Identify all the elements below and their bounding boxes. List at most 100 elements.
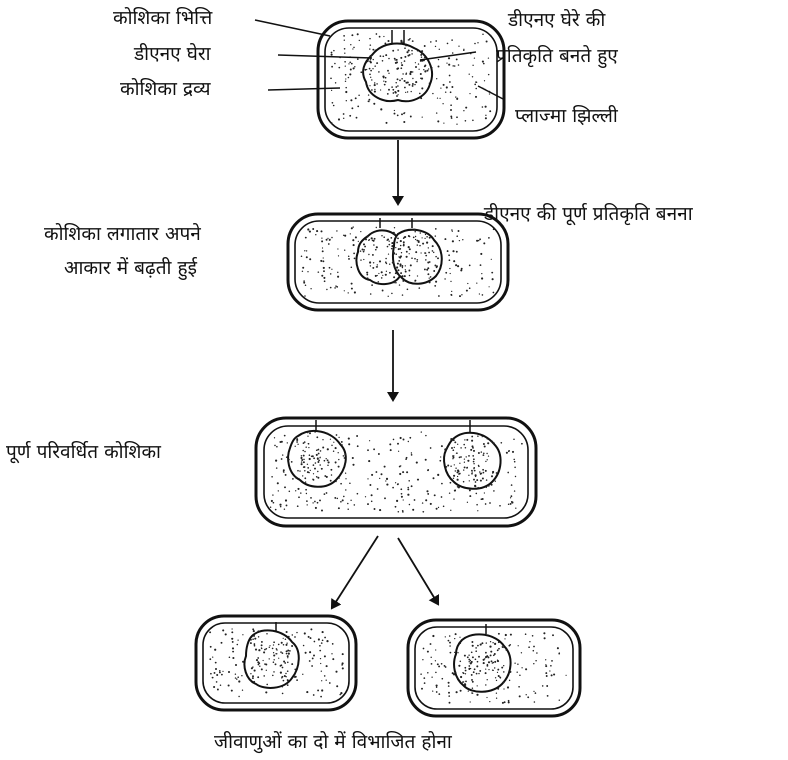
stipple-dot [345, 91, 347, 93]
stipple-dot [477, 661, 479, 663]
stipple-dot [384, 84, 386, 86]
stipple-dot [391, 248, 393, 250]
stipple-dot [419, 93, 421, 95]
stipple-dot [407, 494, 409, 496]
stipple-dot [376, 33, 378, 35]
stipple-dot [373, 448, 375, 450]
stipple-dot [405, 265, 406, 266]
stipple-dot [326, 665, 328, 667]
stipple-dot [235, 677, 236, 678]
stipple-dot [344, 235, 346, 237]
stipple-dot [410, 71, 412, 73]
stipple-dot [506, 452, 508, 454]
stipple-dot [475, 650, 477, 652]
stipple-dot [456, 124, 457, 125]
stipple-dot [502, 702, 504, 704]
stipple-dot [479, 293, 480, 294]
stipple-dot [481, 451, 482, 452]
stipple-dot [392, 89, 394, 91]
stipple-dot [534, 701, 536, 703]
stipple-dot [284, 435, 286, 437]
stipple-dot [397, 443, 399, 445]
stipple-dot [273, 659, 274, 660]
stipple-dot [459, 473, 461, 475]
stipple-dot [376, 62, 378, 64]
stipple-dot [385, 274, 387, 276]
stipple-dot [397, 90, 399, 92]
stipple-dot [286, 653, 288, 655]
stipple-dot [397, 483, 399, 485]
stipple-dot [485, 461, 486, 462]
stipple-dot [476, 240, 478, 242]
stipple-dot [415, 236, 416, 237]
stipple-dot [387, 70, 389, 72]
stipple-dot [328, 243, 330, 245]
stipple-dot [508, 503, 510, 505]
stipple-dot [397, 115, 399, 117]
stipple-dot [232, 651, 234, 653]
stipple-dot [408, 246, 410, 248]
stipple-dot [483, 242, 485, 244]
stipple-dot [401, 62, 402, 63]
stipple-dot [281, 677, 282, 678]
stipple-dot [363, 251, 365, 253]
stipple-dot [486, 697, 487, 698]
stipple-dot [372, 240, 374, 242]
stipple-dot [283, 469, 285, 471]
stipple-dot [458, 486, 460, 488]
stipple-dot [393, 276, 395, 278]
stipple-dot [214, 672, 216, 674]
stipple-dot [353, 47, 355, 49]
stipple-dot [484, 80, 485, 81]
stipple-dot [391, 293, 393, 295]
stipple-dot [285, 639, 287, 641]
stipple-dot [371, 89, 373, 91]
stipple-dot [288, 636, 290, 638]
stipple-dot [401, 78, 403, 80]
stipple-dot [462, 239, 463, 240]
stipple-dot [369, 440, 370, 441]
stipple-dot [507, 686, 509, 688]
stipple-dot [369, 48, 370, 49]
stipple-dot [241, 675, 242, 676]
stipple-dot [291, 461, 293, 463]
stipple-dot [444, 278, 445, 279]
stipple-dot [261, 644, 263, 646]
stipple-dot [369, 261, 371, 263]
stipple-dot [455, 672, 456, 673]
stipple-dot [324, 637, 326, 639]
stipple-dot [456, 58, 458, 60]
stipple-dot [311, 665, 313, 667]
stipple-dot [443, 123, 444, 124]
stipple-dot [231, 628, 232, 629]
stipple-dot [354, 258, 356, 260]
stipple-dot [219, 670, 221, 672]
stipple-dot [350, 68, 352, 70]
stipple-dot [331, 237, 333, 239]
label-dna-full-replication: डीएनए की पूर्ण प्रतिकृति बनना [484, 202, 693, 226]
stipple-dot [463, 481, 465, 483]
stipple-dot [489, 93, 490, 94]
stipple-dot [474, 470, 476, 472]
stipple-dot [379, 36, 381, 38]
stipple-dot [353, 67, 355, 69]
stipple-dot [435, 672, 437, 674]
stipple-dot [307, 271, 308, 272]
stipple-dot [458, 665, 460, 667]
stipple-dot [426, 236, 428, 238]
stipple-dot [296, 439, 298, 441]
stipple-dot [477, 435, 479, 437]
stipple-dot [304, 470, 306, 472]
stipple-dot [463, 469, 464, 470]
stipple-dot [330, 480, 332, 482]
stipple-dot [345, 478, 346, 479]
stipple-dot [366, 85, 368, 87]
stipple-dot [396, 266, 398, 268]
stipple-dot [285, 676, 286, 677]
stipple-dot [309, 458, 311, 460]
stipple-dot [480, 644, 482, 646]
stipple-dot [274, 445, 276, 447]
stipple-dot [396, 59, 398, 61]
stipple-dot [442, 678, 444, 680]
stipple-dot [319, 645, 321, 647]
